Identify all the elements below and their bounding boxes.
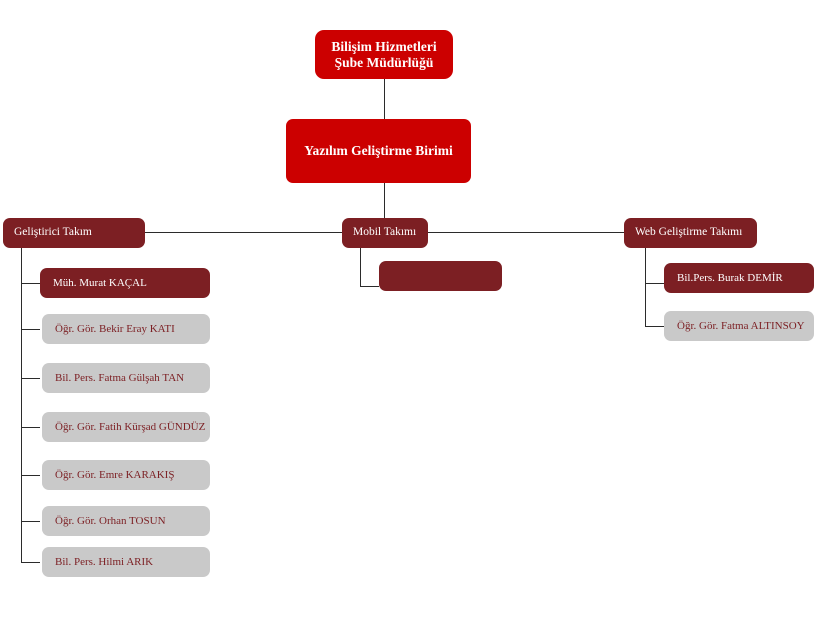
node-team-web-gelistirme-takimi[interactable]: Web Geliştirme Takımı [624, 218, 757, 248]
node-member-burak-demir-label: Bil.Pers. Burak DEMİR [677, 271, 783, 284]
node-team-mobil-takimi[interactable]: Mobil Takımı [342, 218, 428, 248]
node-member-burak-demir[interactable]: Bil.Pers. Burak DEMİR [664, 263, 814, 293]
node-member-fatma-gulsah-tan-label: Bil. Pers. Fatma Gülşah TAN [55, 371, 185, 384]
connector-team2-trunk [360, 248, 361, 286]
connector-team3-stub-1 [645, 283, 664, 284]
connector-root-to-unit [384, 79, 385, 119]
node-member-fatih-kursad-gunduz-label: Öğr. Gör. Fatih Kürşad GÜNDÜZ [55, 420, 206, 433]
node-unit-label: Yazılım Geliştirme Birimi [304, 143, 453, 159]
node-member-hilmi-arik-label: Bil. Pers. Hilmi ARIK [55, 555, 154, 568]
node-root-line2: Şube Müdürlüğü [334, 54, 434, 70]
node-team-gelistirici-takim[interactable]: Geliştirici Takım [3, 218, 145, 248]
node-team-gelistirici-takim-label: Geliştirici Takım [14, 226, 92, 239]
connector-team1-stub-3 [21, 378, 40, 379]
connector-team1-stub-4 [21, 427, 40, 428]
node-member-orhan-tosun-label: Öğr. Gör. Orhan TOSUN [55, 514, 166, 527]
connector-team-bus-left [145, 232, 342, 233]
node-root-bilisim-hizmetleri-sube-mudurlugu[interactable]: Bilişim Hizmetleri Şube Müdürlüğü [315, 30, 453, 79]
node-member-orhan-tosun[interactable]: Öğr. Gör. Orhan TOSUN [42, 506, 210, 536]
node-team-web-gelistirme-takimi-label: Web Geliştirme Takımı [635, 226, 743, 239]
node-member-fatih-kursad-gunduz[interactable]: Öğr. Gör. Fatih Kürşad GÜNDÜZ [42, 412, 210, 442]
connector-team1-stub-1 [21, 283, 40, 284]
node-member-bekir-eray-kati-label: Öğr. Gör. Bekir Eray KATI [55, 322, 175, 335]
connector-team1-trunk [21, 248, 22, 562]
node-member-hilmi-arik[interactable]: Bil. Pers. Hilmi ARIK [42, 547, 210, 577]
node-member-fatma-altinsoy[interactable]: Öğr. Gör. Fatma ALTINSOY [664, 311, 814, 341]
node-member-fatma-altinsoy-label: Öğr. Gör. Fatma ALTINSOY [677, 319, 805, 332]
connector-team3-trunk [645, 248, 646, 327]
node-member-muh-murat-kacal-label: Müh. Murat KAÇAL [53, 276, 147, 289]
connector-team1-stub-5 [21, 475, 40, 476]
node-member-mobil-placeholder[interactable] [379, 261, 502, 291]
connector-team2-stub-1 [360, 286, 379, 287]
node-team-mobil-takimi-label: Mobil Takımı [353, 226, 417, 239]
connector-team1-stub-7 [21, 562, 40, 563]
node-member-emre-karakis-label: Öğr. Gör. Emre KARAKIŞ [55, 468, 175, 481]
connector-team1-stub-6 [21, 521, 40, 522]
node-unit-yazilim-gelistirme-birimi[interactable]: Yazılım Geliştirme Birimi [286, 119, 471, 183]
node-member-muh-murat-kacal[interactable]: Müh. Murat KAÇAL [40, 268, 210, 298]
node-member-bekir-eray-kati[interactable]: Öğr. Gör. Bekir Eray KATI [42, 314, 210, 344]
node-member-emre-karakis[interactable]: Öğr. Gör. Emre KARAKIŞ [42, 460, 210, 490]
node-member-fatma-gulsah-tan[interactable]: Bil. Pers. Fatma Gülşah TAN [42, 363, 210, 393]
connector-team1-stub-2 [21, 329, 40, 330]
connector-unit-to-team-bus [384, 183, 385, 232]
node-root-line1: Bilişim Hizmetleri [331, 38, 437, 54]
connector-team3-stub-2 [645, 326, 664, 327]
connector-team-bus-right [428, 232, 624, 233]
